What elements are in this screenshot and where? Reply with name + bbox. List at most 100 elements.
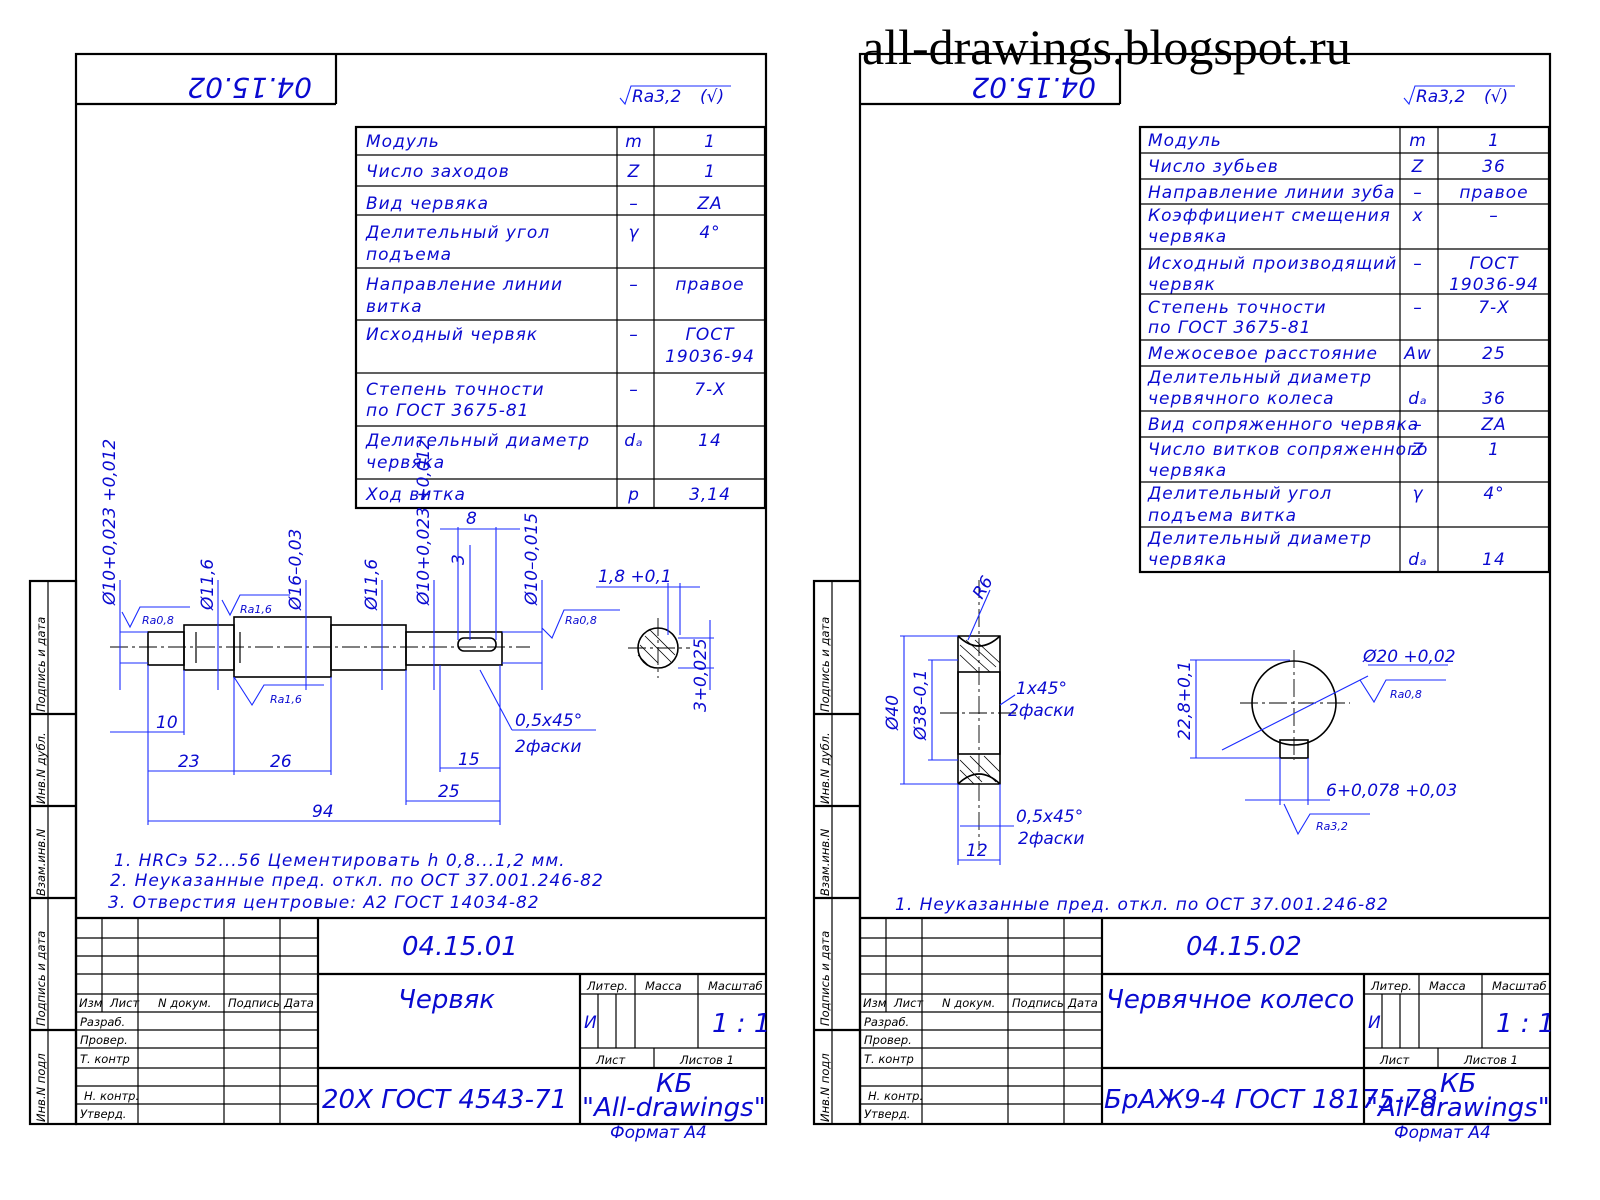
dim-r6: R6 [969,573,998,603]
param-cell: Делительный диаметр [1147,529,1372,549]
svg-text:Подпись и дата: Подпись и дата [34,931,48,1026]
param-cell: Направление линии зуба [1148,183,1395,203]
svg-text:Масштаб: Масштаб [708,979,763,993]
dim-section-depth: 3+0,025 [691,638,711,712]
dim-bore: Ø20 +0,02 [1362,647,1456,667]
param-cell: Степень точности [1148,298,1327,318]
svg-text:Литер.: Литер. [586,979,628,993]
svg-text:Провер.: Провер. [864,1033,912,1047]
param-cell: правое [1459,183,1528,203]
param-cell: Модуль [1148,131,1222,151]
dim-key-width: 8 [466,509,477,529]
dim-d10-right: Ø10–0,015 [522,513,542,606]
ra-right: Ra0,8 [565,614,597,627]
param-cell: червячного колеса [1148,389,1335,409]
ra-left: Ra0,8 [142,614,174,627]
dim-len-94: 94 [312,802,334,822]
param-cell: 4° [1483,484,1504,504]
ra-mid-top: Ra1,6 [240,603,272,616]
svg-text:Лист: Лист [893,996,923,1010]
param-cell: γ [628,223,639,243]
param-cell: червяк [1148,275,1216,295]
param-cell: Число витков сопряженного [1148,440,1428,460]
sheet1-param-table [354,125,767,510]
svg-text:И: И [584,1013,597,1033]
svg-text:Масса: Масса [645,979,682,993]
svg-text:Литер.: Литер. [1370,979,1412,993]
svg-text:Инв.N дубл.: Инв.N дубл. [818,732,832,804]
sheet2-param-table [1138,125,1551,574]
svg-text:Т. контр: Т. контр [864,1052,914,1066]
svg-text:Инв.N дубл.: Инв.N дубл. [34,732,48,804]
svg-text:Формат А4: Формат А4 [1394,1123,1491,1143]
param-cell: Число зубьев [1148,157,1279,177]
dim-chamfer1: 1x45° [1016,679,1067,699]
dim-d10-mid: Ø10+0,023 +0,012 [414,439,434,606]
sheet1-note-1: 1. HRCэ 52...56 Цементировать h 0,8...1,… [114,851,566,871]
param-cell: Aw [1403,344,1432,364]
svg-text:Лист: Лист [109,996,139,1010]
param-cell: – [629,325,639,345]
sheet2-title-block: Изм Лист N докум. Подпись Дата Разраб. П… [860,916,1554,1143]
svg-text:Провер.: Провер. [80,1033,128,1047]
svg-text:Подпись и дата: Подпись и дата [818,617,832,712]
param-cell: витка [366,297,423,317]
dim-keyway-width: 6+0,078 +0,03 [1326,781,1457,801]
param-cell: Степень точности [366,380,545,400]
svg-text:N докум.: N докум. [158,996,211,1010]
param-cell: Ход витка [365,485,466,505]
sheet1-side-strip [28,579,78,1126]
param-cell: Z [1411,440,1425,460]
dim-len-26: 26 [270,752,292,772]
param-cell: Направление линии [366,275,563,295]
sheet1-material: 20Х ГОСТ 4543-71 [322,1085,567,1115]
svg-text:Разраб.: Разраб. [80,1015,125,1029]
param-cell: 7-Х [1478,298,1510,318]
worm-dimensions: Ø10+0,023 +0,012 Ø11,6 Ø16–0,03 Ø11,6 Ø1… [100,439,620,825]
svg-text:Формат А4: Формат А4 [610,1123,707,1143]
param-cell: 14 [698,431,722,451]
dim-d10-left: Ø10+0,023 +0,012 [100,439,120,606]
svg-text:Подпись: Подпись [228,996,280,1010]
dim-d11-6-right: Ø11,6 [362,559,382,611]
dim-section-width: 1,8 +0,1 [598,567,672,587]
svg-text:Изм: Изм [79,996,103,1010]
param-cell: ГОСТ [685,325,735,345]
param-cell: dₐ [1408,550,1427,570]
param-cell: ГОСТ [1469,254,1519,274]
param-cell: 19036-94 [1449,275,1539,295]
dim-d11-6-left: Ø11,6 [198,559,218,611]
dim-d38: Ø38–0,1 [911,669,931,741]
param-cell: Число заходов [366,162,510,182]
svg-text:Утверд.: Утверд. [80,1107,126,1121]
param-cell: Модуль [366,132,440,152]
param-cell: 19036-94 [665,347,755,367]
param-cell: Исходный червяк [366,325,538,345]
ra-mid-bottom: Ra1,6 [270,693,302,706]
svg-text:Разраб.: Разраб. [864,1015,909,1029]
sheet1-note-3: 3. Отверстия центровые: А2 ГОСТ 14034-82 [108,893,540,913]
param-cell: Вид червяка [366,194,489,214]
sheet1-code: 04.15.01 [402,932,518,962]
svg-text:КБ: КБ [1440,1069,1476,1099]
param-cell: Вид сопряженного червяка [1148,415,1419,435]
sheet2-material: БрАЖ9-4 ГОСТ 18175-78 [1104,1085,1437,1115]
param-cell: 1 [704,132,716,152]
sheet1-roughness: Ra3,2 [632,87,681,107]
sheet2-scale: 1 : 1 [1496,1009,1554,1039]
param-cell: Делительный угол [365,223,550,243]
param-cell: Делительный диаметр [365,431,590,451]
svg-text:"All-drawings": "All-drawings" [582,1093,766,1123]
sheet1-note-2: 2. Неуказанные пред. откл. по ОСТ 37.001… [110,871,604,891]
param-cell: 4° [699,223,720,243]
param-cell: по ГОСТ 3675-81 [1148,318,1311,338]
param-cell: Межосевое расстояние [1148,344,1378,364]
svg-text:Т. контр: Т. контр [80,1052,130,1066]
param-cell: Делительный угол [1147,484,1332,504]
svg-text:Масштаб: Масштаб [1492,979,1547,993]
svg-text:Лист: Лист [595,1053,625,1067]
param-cell: червяка [1148,550,1227,570]
dim-keyway-height: 22,8+0,1 [1175,661,1195,740]
